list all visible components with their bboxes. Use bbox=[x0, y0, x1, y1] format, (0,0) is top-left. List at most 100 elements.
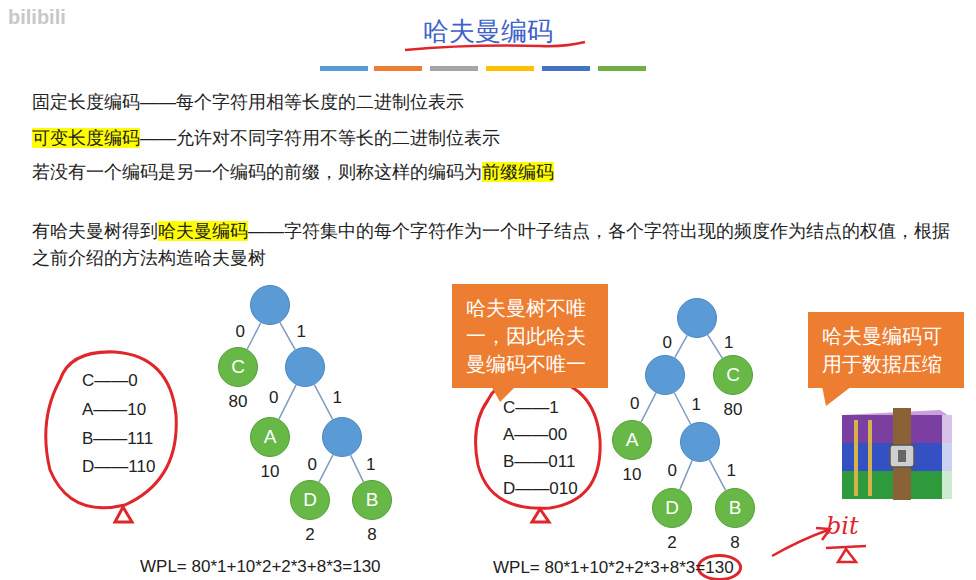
internal-node bbox=[250, 285, 290, 325]
tree-edge bbox=[351, 455, 364, 482]
node-letter: D bbox=[291, 481, 329, 519]
edge-label: 0 bbox=[630, 394, 639, 414]
edge-label: 1 bbox=[297, 322, 306, 342]
leaf-node: C80 bbox=[218, 347, 258, 387]
text-line: 固定长度编码——每个字符用相等长度的二进制位表示 bbox=[32, 90, 464, 114]
code-entry: B——011 bbox=[503, 452, 575, 472]
leaf-node: D2 bbox=[652, 488, 692, 528]
highlight-text: 前缀编码 bbox=[482, 162, 554, 182]
wpl-line: WPL= 80*1+10*2+2*3+8*3=130 bbox=[493, 558, 734, 578]
weight-value: 8 bbox=[730, 533, 739, 553]
color-bar bbox=[320, 66, 368, 71]
weight-value: 80 bbox=[724, 400, 743, 420]
weight-value: 10 bbox=[261, 462, 280, 482]
text-line: 可变长度编码——允许对不同字符用不等长的二进制位表示 bbox=[32, 126, 500, 150]
annotation-arrow bbox=[772, 530, 828, 556]
internal-node bbox=[677, 298, 717, 338]
color-bar bbox=[542, 66, 590, 71]
node-letter: A bbox=[251, 418, 289, 456]
annotation-text: bit bbox=[826, 512, 859, 540]
edge-label: 1 bbox=[366, 455, 375, 475]
tree-edge bbox=[674, 393, 690, 425]
node-letter: D bbox=[653, 489, 691, 527]
tree-edge bbox=[314, 385, 332, 420]
tree-edge bbox=[709, 460, 725, 491]
tree-edge bbox=[708, 335, 723, 358]
text-paragraph: 有哈夫曼树得到哈夫曼编码——字符集中的每个字符作为一个叶子结点，各个字符出现的频… bbox=[32, 218, 962, 272]
node-letter: A bbox=[613, 421, 651, 459]
color-bar bbox=[374, 66, 422, 71]
edge-label: 0 bbox=[663, 333, 672, 353]
code-entry: D——010 bbox=[503, 479, 578, 499]
internal-node bbox=[680, 422, 720, 462]
code-entry: B——111 bbox=[82, 429, 153, 449]
callout-box: 哈夫曼编码可用于数据压缩 bbox=[808, 312, 964, 388]
color-bar bbox=[598, 66, 646, 71]
body-text: ——允许对不同字符用不等长的二进制位表示 bbox=[140, 128, 500, 148]
wpl-value: 130 bbox=[705, 558, 733, 577]
weight-value: 2 bbox=[667, 533, 676, 553]
hand-mark bbox=[838, 549, 856, 562]
weight-value: 10 bbox=[623, 465, 642, 485]
edge-label: 0 bbox=[236, 322, 245, 342]
node-letter: C bbox=[219, 348, 257, 386]
tree-edge bbox=[279, 385, 296, 419]
leaf-node: D2 bbox=[290, 480, 330, 520]
node-letter: B bbox=[716, 489, 754, 527]
callout-text: 哈夫曼编码可用于数据压缩 bbox=[822, 322, 950, 378]
tree-edge bbox=[319, 455, 333, 482]
code-entry: C——1 bbox=[503, 398, 559, 418]
leaf-node: A10 bbox=[250, 417, 290, 457]
code-entry: D——110 bbox=[82, 457, 155, 477]
internal-node bbox=[645, 355, 685, 395]
body-text: 若没有一个编码是另一个编码的前缀，则称这样的编码为 bbox=[32, 162, 482, 182]
callout-text: 哈夫曼树不唯一，因此哈夫曼编码不唯一 bbox=[466, 294, 594, 378]
hand-circle bbox=[46, 352, 177, 508]
leaf-node: A10 bbox=[612, 420, 652, 460]
watermark: bilibili bbox=[8, 6, 66, 29]
wpl-formula: WPL= 80*1+10*2+2*3+8*3= bbox=[493, 558, 705, 577]
edge-label: 1 bbox=[333, 388, 342, 408]
title-wrap: 哈夫曼编码 bbox=[0, 14, 976, 49]
callout-box: 哈夫曼树不唯一，因此哈夫曼编码不唯一 bbox=[452, 284, 608, 388]
leaf-node: C80 bbox=[713, 355, 753, 395]
weight-value: 2 bbox=[305, 525, 314, 545]
leaf-node: B8 bbox=[715, 488, 755, 528]
hand-mark bbox=[115, 507, 132, 522]
callout-tail bbox=[822, 386, 852, 406]
color-bar bbox=[430, 66, 478, 71]
hand-mark bbox=[532, 509, 549, 522]
text-line: 若没有一个编码是另一个编码的前缀，则称这样的编码为前缀编码 bbox=[32, 160, 554, 184]
weight-value: 8 bbox=[367, 525, 376, 545]
leaf-node: B8 bbox=[352, 480, 392, 520]
tree-edge bbox=[280, 322, 295, 349]
internal-node bbox=[285, 347, 325, 387]
highlight-text: 可变长度编码 bbox=[32, 128, 140, 148]
tree-edge bbox=[680, 460, 692, 489]
node-letter: C bbox=[714, 356, 752, 394]
body-text: 固定长度编码——每个字符用相等长度的二进制位表示 bbox=[32, 92, 464, 112]
highlight-text: 哈夫曼编码 bbox=[158, 221, 248, 241]
body-text: 有哈夫曼树得到 bbox=[32, 221, 158, 241]
edge-label: 1 bbox=[727, 461, 736, 481]
archive-icon bbox=[842, 408, 952, 500]
code-entry: C——0 bbox=[82, 371, 138, 391]
weight-value: 80 bbox=[229, 392, 248, 412]
hand-circle bbox=[476, 378, 601, 509]
code-entry: A——10 bbox=[82, 400, 146, 420]
edge-label: 0 bbox=[308, 455, 317, 475]
internal-node bbox=[322, 417, 362, 457]
wpl-formula: WPL= 80*1+10*2+2*3+8*3=130 bbox=[140, 557, 381, 577]
node-letter: B bbox=[353, 481, 391, 519]
edge-label: 0 bbox=[269, 388, 278, 408]
code-entry: A——00 bbox=[503, 425, 567, 445]
color-bar bbox=[486, 66, 534, 71]
edge-label: 0 bbox=[668, 461, 677, 481]
tree-edge bbox=[247, 323, 261, 349]
tree-edge bbox=[641, 393, 656, 422]
title: 哈夫曼编码 bbox=[423, 16, 553, 46]
edge-label: 1 bbox=[724, 333, 733, 353]
tree-edge bbox=[675, 335, 687, 357]
edge-label: 1 bbox=[692, 395, 701, 415]
